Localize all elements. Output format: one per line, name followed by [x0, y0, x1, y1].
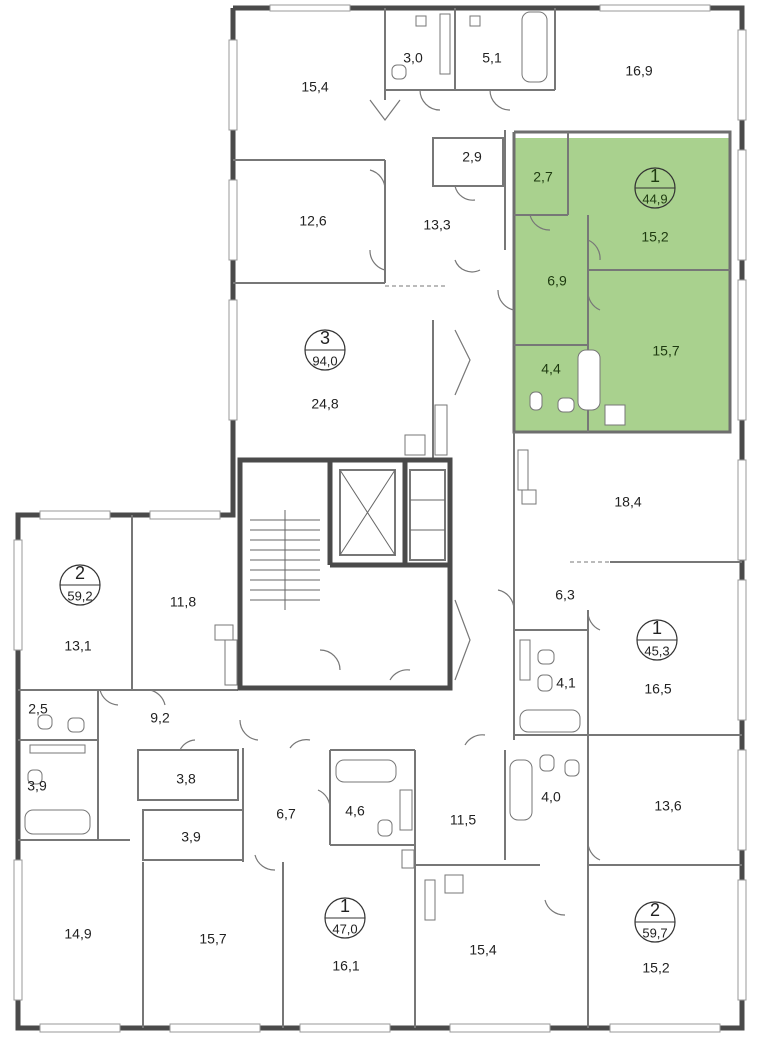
room-area-label: 11,8: [170, 594, 196, 610]
room-area-label: 15,2: [642, 960, 669, 976]
apartment-badges: 3 94,0 1 44,9 2 59,2 1 45,3 1 47,0: [59, 166, 678, 943]
room-area-label: 15,2: [641, 229, 668, 245]
apartment-badge-2-left: 2 59,2: [59, 563, 101, 606]
room-area-label: 5,1: [482, 50, 502, 66]
room-area-label: 15,7: [199, 931, 226, 947]
apartment-area: 44,9: [642, 191, 667, 206]
room-area-label: 15,4: [469, 942, 496, 958]
room-area-label: 15,4: [301, 79, 328, 95]
apartment-area: 45,3: [644, 643, 669, 658]
room-area-label: 6,9: [547, 273, 567, 289]
room-area-label: 4,4: [541, 361, 561, 377]
apartment-area: 59,7: [642, 925, 667, 940]
room-labels: 15,4 3,0 5,1 16,9 2,9 12,6 13,3 24,8 2,7…: [27, 50, 682, 976]
room-area-label: 2,9: [462, 149, 482, 165]
room-area-label: 18,4: [614, 494, 641, 510]
apartment-rooms-count: 1: [340, 896, 350, 916]
room-area-label: 6,7: [276, 806, 296, 822]
room-area-label: 13,3: [423, 217, 450, 233]
room-area-label: 3,0: [403, 50, 423, 66]
apartment-area: 47,0: [332, 921, 357, 936]
apartment-rooms-count: 1: [650, 166, 660, 186]
bathroom-fixtures: [24, 11, 626, 921]
exterior-walls: [15, 5, 745, 1031]
room-area-label: 2,7: [533, 169, 553, 185]
room-area-label: 16,9: [625, 63, 652, 79]
apartment-rooms-count: 3: [320, 328, 330, 348]
apartment-badge-1-bottom: 1 47,0: [324, 896, 366, 939]
room-area-label: 12,6: [299, 213, 326, 229]
apartment-badge-1-right: 1 45,3: [636, 618, 678, 661]
room-area-label: 14,9: [64, 926, 91, 942]
room-area-label: 3,8: [176, 771, 196, 787]
room-area-label: 13,6: [654, 798, 681, 814]
interior-walls: [18, 8, 742, 1028]
room-area-label: 16,5: [644, 681, 671, 697]
apartment-rooms-count: 1: [652, 618, 662, 638]
windows: [13, 4, 747, 1033]
apartment-badge-1-highlight: 1 44,9: [634, 166, 676, 209]
room-area-label: 11,5: [450, 812, 476, 828]
room-area-label: 15,7: [652, 343, 679, 359]
apartment-area: 59,2: [67, 588, 92, 603]
room-area-label: 24,8: [311, 396, 338, 412]
room-area-label: 13,1: [64, 638, 91, 654]
room-area-label: 3,9: [27, 778, 47, 794]
stairwell-core: [237, 457, 453, 691]
apartment-badge-2-right: 2 59,7: [634, 900, 676, 943]
apartment-rooms-count: 2: [650, 900, 660, 920]
room-area-label: 2,5: [28, 701, 48, 717]
apartment-badge-3: 3 94,0: [304, 328, 346, 371]
room-area-label: 4,6: [345, 803, 365, 819]
apartment-area: 94,0: [312, 353, 337, 368]
room-area-label: 4,0: [541, 789, 561, 805]
room-area-label: 3,9: [181, 829, 201, 845]
room-area-label: 9,2: [150, 710, 170, 726]
room-area-label: 4,1: [556, 675, 576, 691]
room-area-label: 6,3: [555, 587, 575, 603]
room-area-label: 16,1: [332, 958, 359, 974]
apartment-rooms-count: 2: [75, 563, 85, 583]
doors: [99, 89, 601, 916]
